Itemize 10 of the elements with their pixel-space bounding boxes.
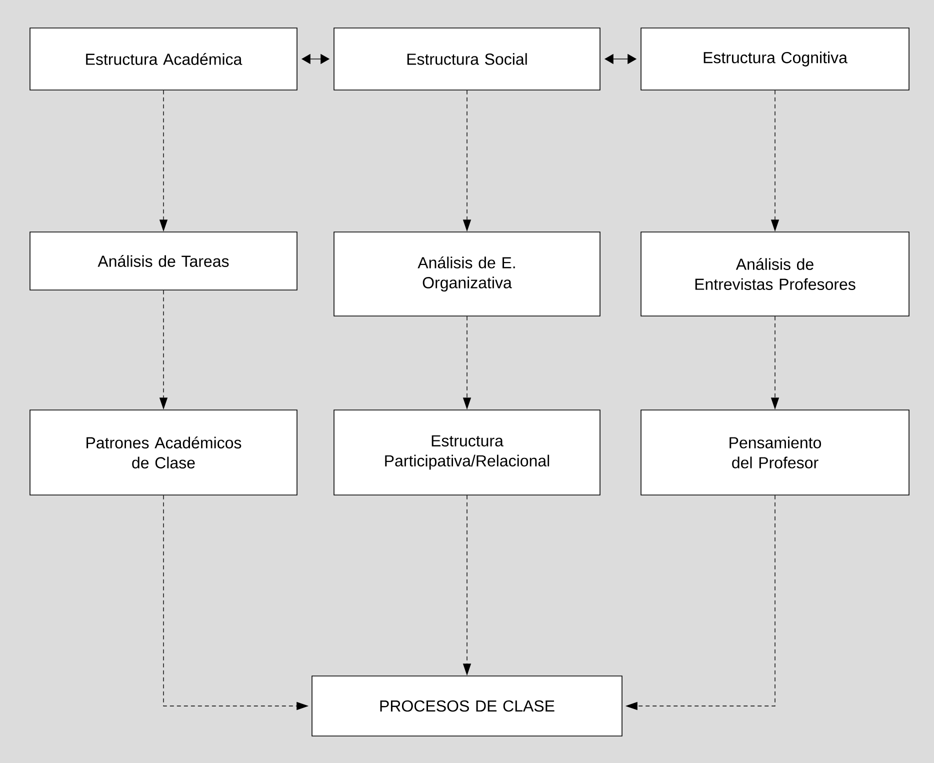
process-box: Estructura Social — [334, 28, 600, 90]
process-box: Patrones Académicos de Clase — [30, 410, 298, 496]
process-box: Análisis de Tareas — [30, 232, 298, 290]
process-box: Pensamiento del Profesor — [640, 410, 910, 496]
process-box: Estructura Académica — [30, 28, 298, 90]
process-box: Análisis de E. Organizativa — [334, 232, 600, 316]
process-box: PROCESOS DE CLASE — [312, 676, 622, 736]
process-box: Estructura Cognitiva — [640, 28, 910, 90]
process-box: Estructura Participativa/Relacional — [334, 410, 600, 496]
process-box: Análisis de Entrevistas Profesores — [640, 232, 910, 316]
